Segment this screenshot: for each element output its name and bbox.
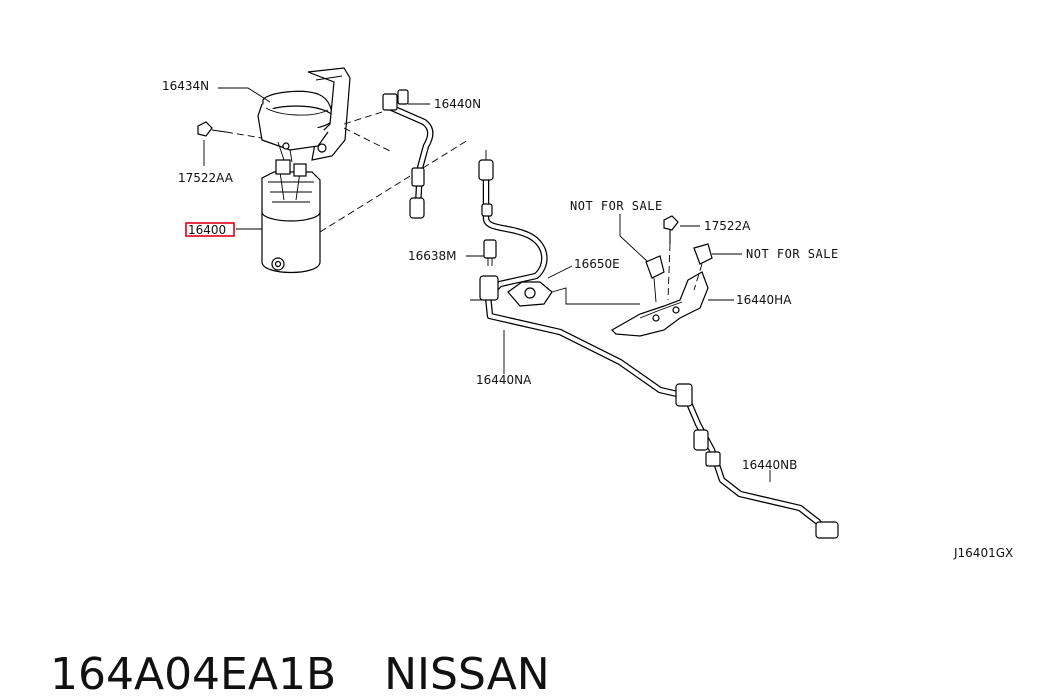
callout-16440nb: 16440NB bbox=[742, 458, 797, 472]
callout-17522a: 17522A bbox=[704, 219, 751, 233]
clip-icon bbox=[619, 214, 665, 303]
part-footer: 164A04EA1B NISSAN bbox=[22, 598, 550, 700]
bolt-17522aa-icon bbox=[197, 121, 263, 139]
not-for-sale-label: NOT FOR SALE bbox=[570, 199, 663, 213]
callout-17522aa: 17522AA bbox=[178, 171, 234, 185]
not-for-sale-label: NOT FOR SALE bbox=[746, 247, 839, 261]
callout-16440ha: 16440HA bbox=[736, 293, 792, 307]
drawing-code: J16401GX bbox=[953, 546, 1013, 560]
bolt-17522a-icon bbox=[663, 215, 700, 301]
callout-16650e: 16650E bbox=[574, 257, 620, 271]
fuel-filter-assembly bbox=[261, 159, 321, 274]
valve-16650e-icon bbox=[507, 265, 640, 307]
callout-16434n: 16434N bbox=[162, 79, 209, 93]
part-number: 164A04EA1B bbox=[49, 649, 337, 700]
clip-icon bbox=[693, 243, 742, 291]
brand-name: NISSAN bbox=[384, 649, 550, 700]
fuel-filter-bracket bbox=[257, 67, 351, 163]
callout-16440n: 16440N bbox=[434, 97, 481, 111]
fuel-tube-16440na bbox=[470, 150, 690, 400]
pressure-sensor-16638m-icon bbox=[466, 239, 497, 266]
highlight-box bbox=[185, 222, 235, 237]
fuel-hose-16440n bbox=[382, 89, 434, 219]
fuel-hose-16440nb bbox=[675, 383, 839, 539]
callout-16638m: 16638M bbox=[408, 249, 457, 263]
bracket-16440ha bbox=[611, 271, 734, 337]
callout-16440na: 16440NA bbox=[476, 373, 532, 387]
callout-16400[interactable]: 16400 bbox=[188, 223, 226, 237]
